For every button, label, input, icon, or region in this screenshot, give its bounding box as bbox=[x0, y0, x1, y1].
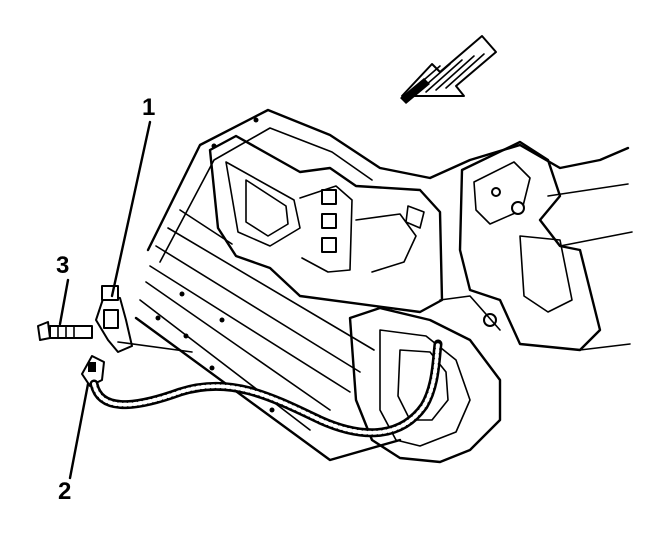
callout-label-3: 3 bbox=[56, 252, 70, 279]
radiator-support-structure bbox=[134, 108, 633, 464]
callout-label-1: 1 bbox=[142, 94, 156, 121]
mounting-bolt bbox=[37, 321, 93, 341]
callout-leaders bbox=[58, 120, 152, 480]
callout-label-2: 2 bbox=[58, 478, 72, 505]
wiring-harness bbox=[89, 339, 443, 438]
sensor-bracket bbox=[95, 285, 193, 353]
forward-arrow-icon bbox=[400, 35, 497, 104]
